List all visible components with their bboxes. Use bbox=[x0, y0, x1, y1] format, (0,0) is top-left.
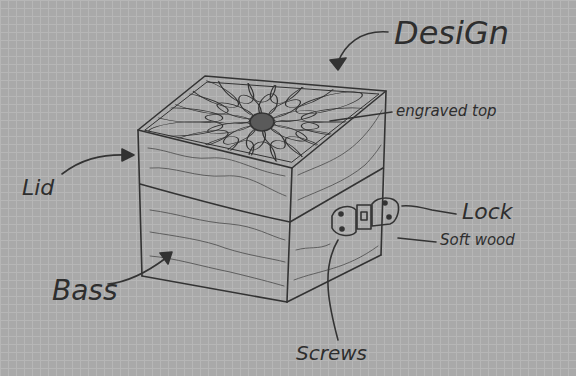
part-label: Lock bbox=[462, 200, 513, 224]
part-label: Lid bbox=[22, 176, 54, 200]
part-label: Screws bbox=[296, 342, 367, 364]
part-label: engraved top bbox=[396, 103, 497, 120]
part-label: Bass bbox=[52, 276, 118, 307]
design-label: DesiGn bbox=[394, 16, 509, 51]
material-label: Soft wood bbox=[440, 232, 515, 249]
